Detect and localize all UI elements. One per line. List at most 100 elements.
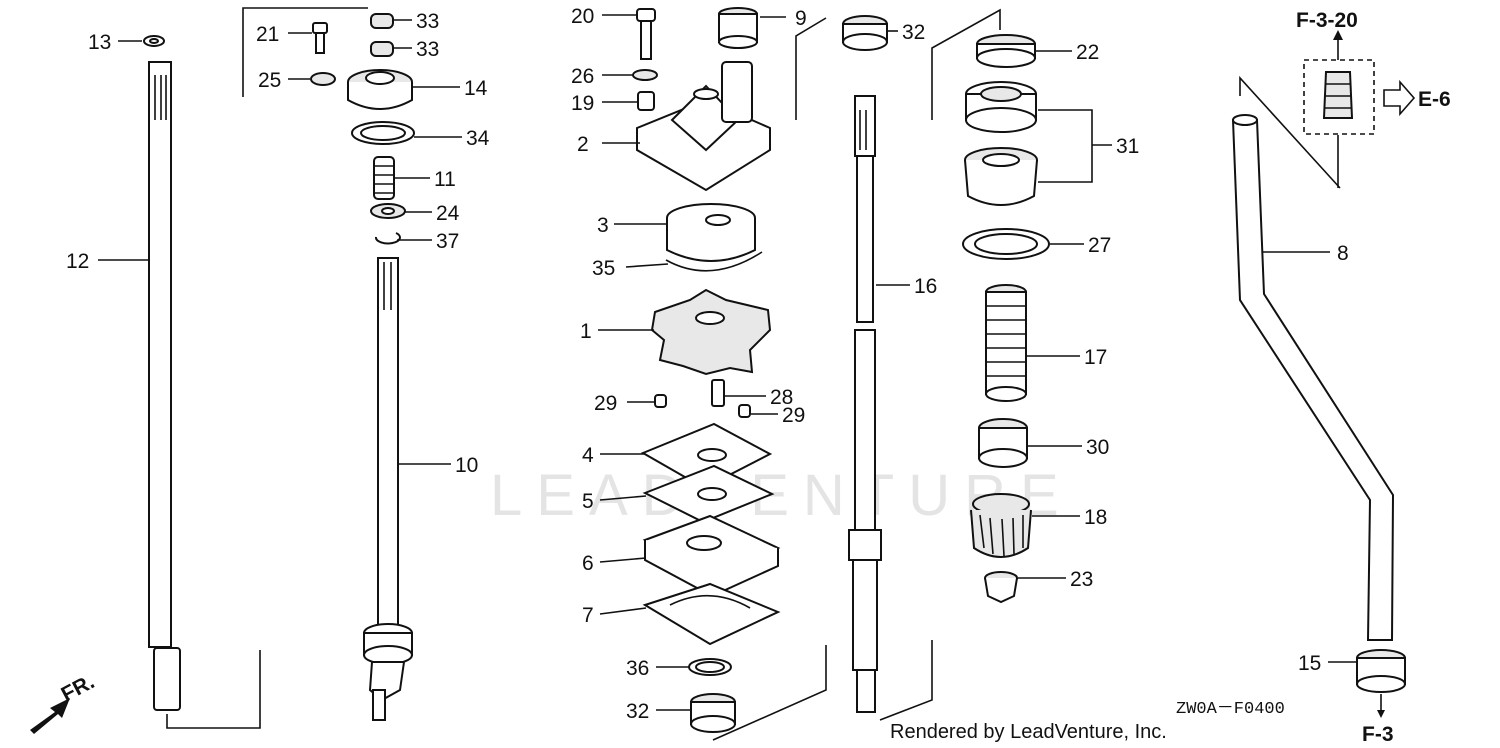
ref-f3-label[interactable]: F-3 xyxy=(1362,723,1394,746)
callout-37: 37 xyxy=(436,230,459,253)
part-13-circlip[interactable] xyxy=(143,35,165,47)
part-3-impeller-liner[interactable] xyxy=(666,203,756,262)
part-18-pinion-gear[interactable] xyxy=(970,493,1032,558)
callout-25: 25 xyxy=(258,69,281,92)
part-20-bolt[interactable] xyxy=(636,8,656,60)
callout-27: 27 xyxy=(1088,234,1111,257)
part-17-spring[interactable] xyxy=(985,284,1027,402)
callout-8: 8 xyxy=(1337,242,1349,265)
bracket-line xyxy=(166,650,261,729)
arrow-head-icon xyxy=(1377,710,1385,718)
callout-11: 11 xyxy=(434,168,456,191)
callout-31: 31 xyxy=(1116,135,1139,158)
bracket-line xyxy=(879,640,933,721)
callout-21: 21 xyxy=(256,23,279,46)
part-9-grommet[interactable] xyxy=(718,7,758,49)
callout-2: 2 xyxy=(577,133,589,156)
part-24-washer[interactable] xyxy=(370,203,406,219)
callout-12: 12 xyxy=(66,250,89,273)
part-26-washer[interactable] xyxy=(632,69,658,81)
part-7-gasket[interactable] xyxy=(642,582,781,646)
part-16-propeller-shaft[interactable] xyxy=(848,95,882,713)
callout-29a: 29 xyxy=(594,392,617,415)
part-1-impeller[interactable] xyxy=(650,288,772,376)
part-10-shift-rod[interactable] xyxy=(363,257,413,721)
part-34-gasket[interactable] xyxy=(351,121,415,145)
part-35-seal-ring[interactable] xyxy=(665,251,763,272)
callout-22: 22 xyxy=(1076,41,1099,64)
callout-34: 34 xyxy=(466,127,490,150)
part-28-key[interactable] xyxy=(711,379,725,407)
part-36-o-ring[interactable] xyxy=(688,658,732,676)
callout-9: 9 xyxy=(795,7,807,30)
callout-15: 15 xyxy=(1298,652,1321,675)
part-6-pump-case[interactable] xyxy=(642,514,781,598)
part-32-oil-seal-upper[interactable] xyxy=(842,15,888,51)
part-2-pump-housing[interactable] xyxy=(636,61,771,192)
part-31-tapered-bearing[interactable] xyxy=(964,147,1038,206)
callout-32a: 32 xyxy=(902,21,925,44)
rendered-by-text: Rendered by LeadVenture, Inc. xyxy=(890,721,1167,743)
callout-10: 10 xyxy=(455,454,478,477)
callout-32b: 32 xyxy=(626,700,649,723)
callout-19: 19 xyxy=(571,92,594,115)
callout-6: 6 xyxy=(582,552,594,575)
part-25-washer[interactable] xyxy=(310,72,336,86)
callout-5: 5 xyxy=(582,490,594,513)
callout-35: 35 xyxy=(592,257,615,280)
bracket-line xyxy=(712,645,827,741)
callout-26: 26 xyxy=(571,65,594,88)
part-33-bushing-lower[interactable] xyxy=(370,41,394,57)
part-4-pump-plate[interactable] xyxy=(640,422,773,490)
arrow-head-icon xyxy=(1333,30,1343,40)
part-29-pin-right[interactable] xyxy=(738,404,751,418)
part-15-grommet[interactable] xyxy=(1356,649,1406,693)
callout-16: 16 xyxy=(914,275,937,298)
part-14-shift-housing[interactable] xyxy=(347,69,413,110)
part-22-seal[interactable] xyxy=(976,34,1036,68)
callout-14: 14 xyxy=(464,77,488,100)
part-12-drive-shaft[interactable] xyxy=(148,61,181,711)
part-29-pin-left[interactable] xyxy=(654,394,667,408)
ref-e6-label[interactable]: E-6 xyxy=(1418,88,1451,111)
callout-23: 23 xyxy=(1070,568,1093,591)
front-direction-icon xyxy=(30,698,70,734)
callout-4: 4 xyxy=(582,444,594,467)
front-label: FR. xyxy=(58,670,99,706)
callout-1: 1 xyxy=(580,320,592,343)
callout-29b: 29 xyxy=(782,404,805,427)
callout-30: 30 xyxy=(1086,436,1109,459)
connector-line xyxy=(1239,75,1341,189)
callout-28: 28 xyxy=(770,386,793,409)
callout-leaders xyxy=(98,14,1356,711)
arrow-right-icon xyxy=(1383,79,1416,117)
ref-box-f3-20[interactable] xyxy=(1303,59,1375,135)
callout-33b: 33 xyxy=(416,38,439,61)
bracket-line xyxy=(242,7,368,97)
part-11-spring[interactable] xyxy=(373,156,395,200)
part-33-bushing-upper[interactable] xyxy=(370,13,394,29)
callout-24: 24 xyxy=(436,202,460,225)
bracket-line xyxy=(931,8,1001,120)
callout-numbers: 1 2 3 4 5 6 7 8 9 10 11 12 13 14 15 16 1… xyxy=(66,5,1349,723)
part-27-thrust-ring[interactable] xyxy=(962,228,1050,260)
part-32-oil-seal-lower[interactable] xyxy=(690,693,736,733)
part-23-nut[interactable] xyxy=(984,571,1018,604)
callout-13: 13 xyxy=(88,31,111,54)
part-37-clip[interactable] xyxy=(375,232,401,245)
part-5-gasket[interactable] xyxy=(642,464,775,524)
part-21-bolt[interactable] xyxy=(312,22,328,54)
callout-7: 7 xyxy=(582,604,594,627)
part-31-bearing-race[interactable] xyxy=(965,81,1037,133)
part-30-needle-bearing[interactable] xyxy=(978,418,1028,468)
watermark-text: LEADVENTURE xyxy=(490,463,1073,528)
callout-18: 18 xyxy=(1084,506,1107,529)
ref-f3-20-label[interactable]: F-3-20 xyxy=(1296,9,1358,32)
part-19-collar[interactable] xyxy=(637,91,655,111)
callout-3: 3 xyxy=(597,214,609,237)
part-8-water-tube[interactable] xyxy=(1231,114,1395,641)
callout-36: 36 xyxy=(626,657,649,680)
callout-33a: 33 xyxy=(416,10,439,33)
